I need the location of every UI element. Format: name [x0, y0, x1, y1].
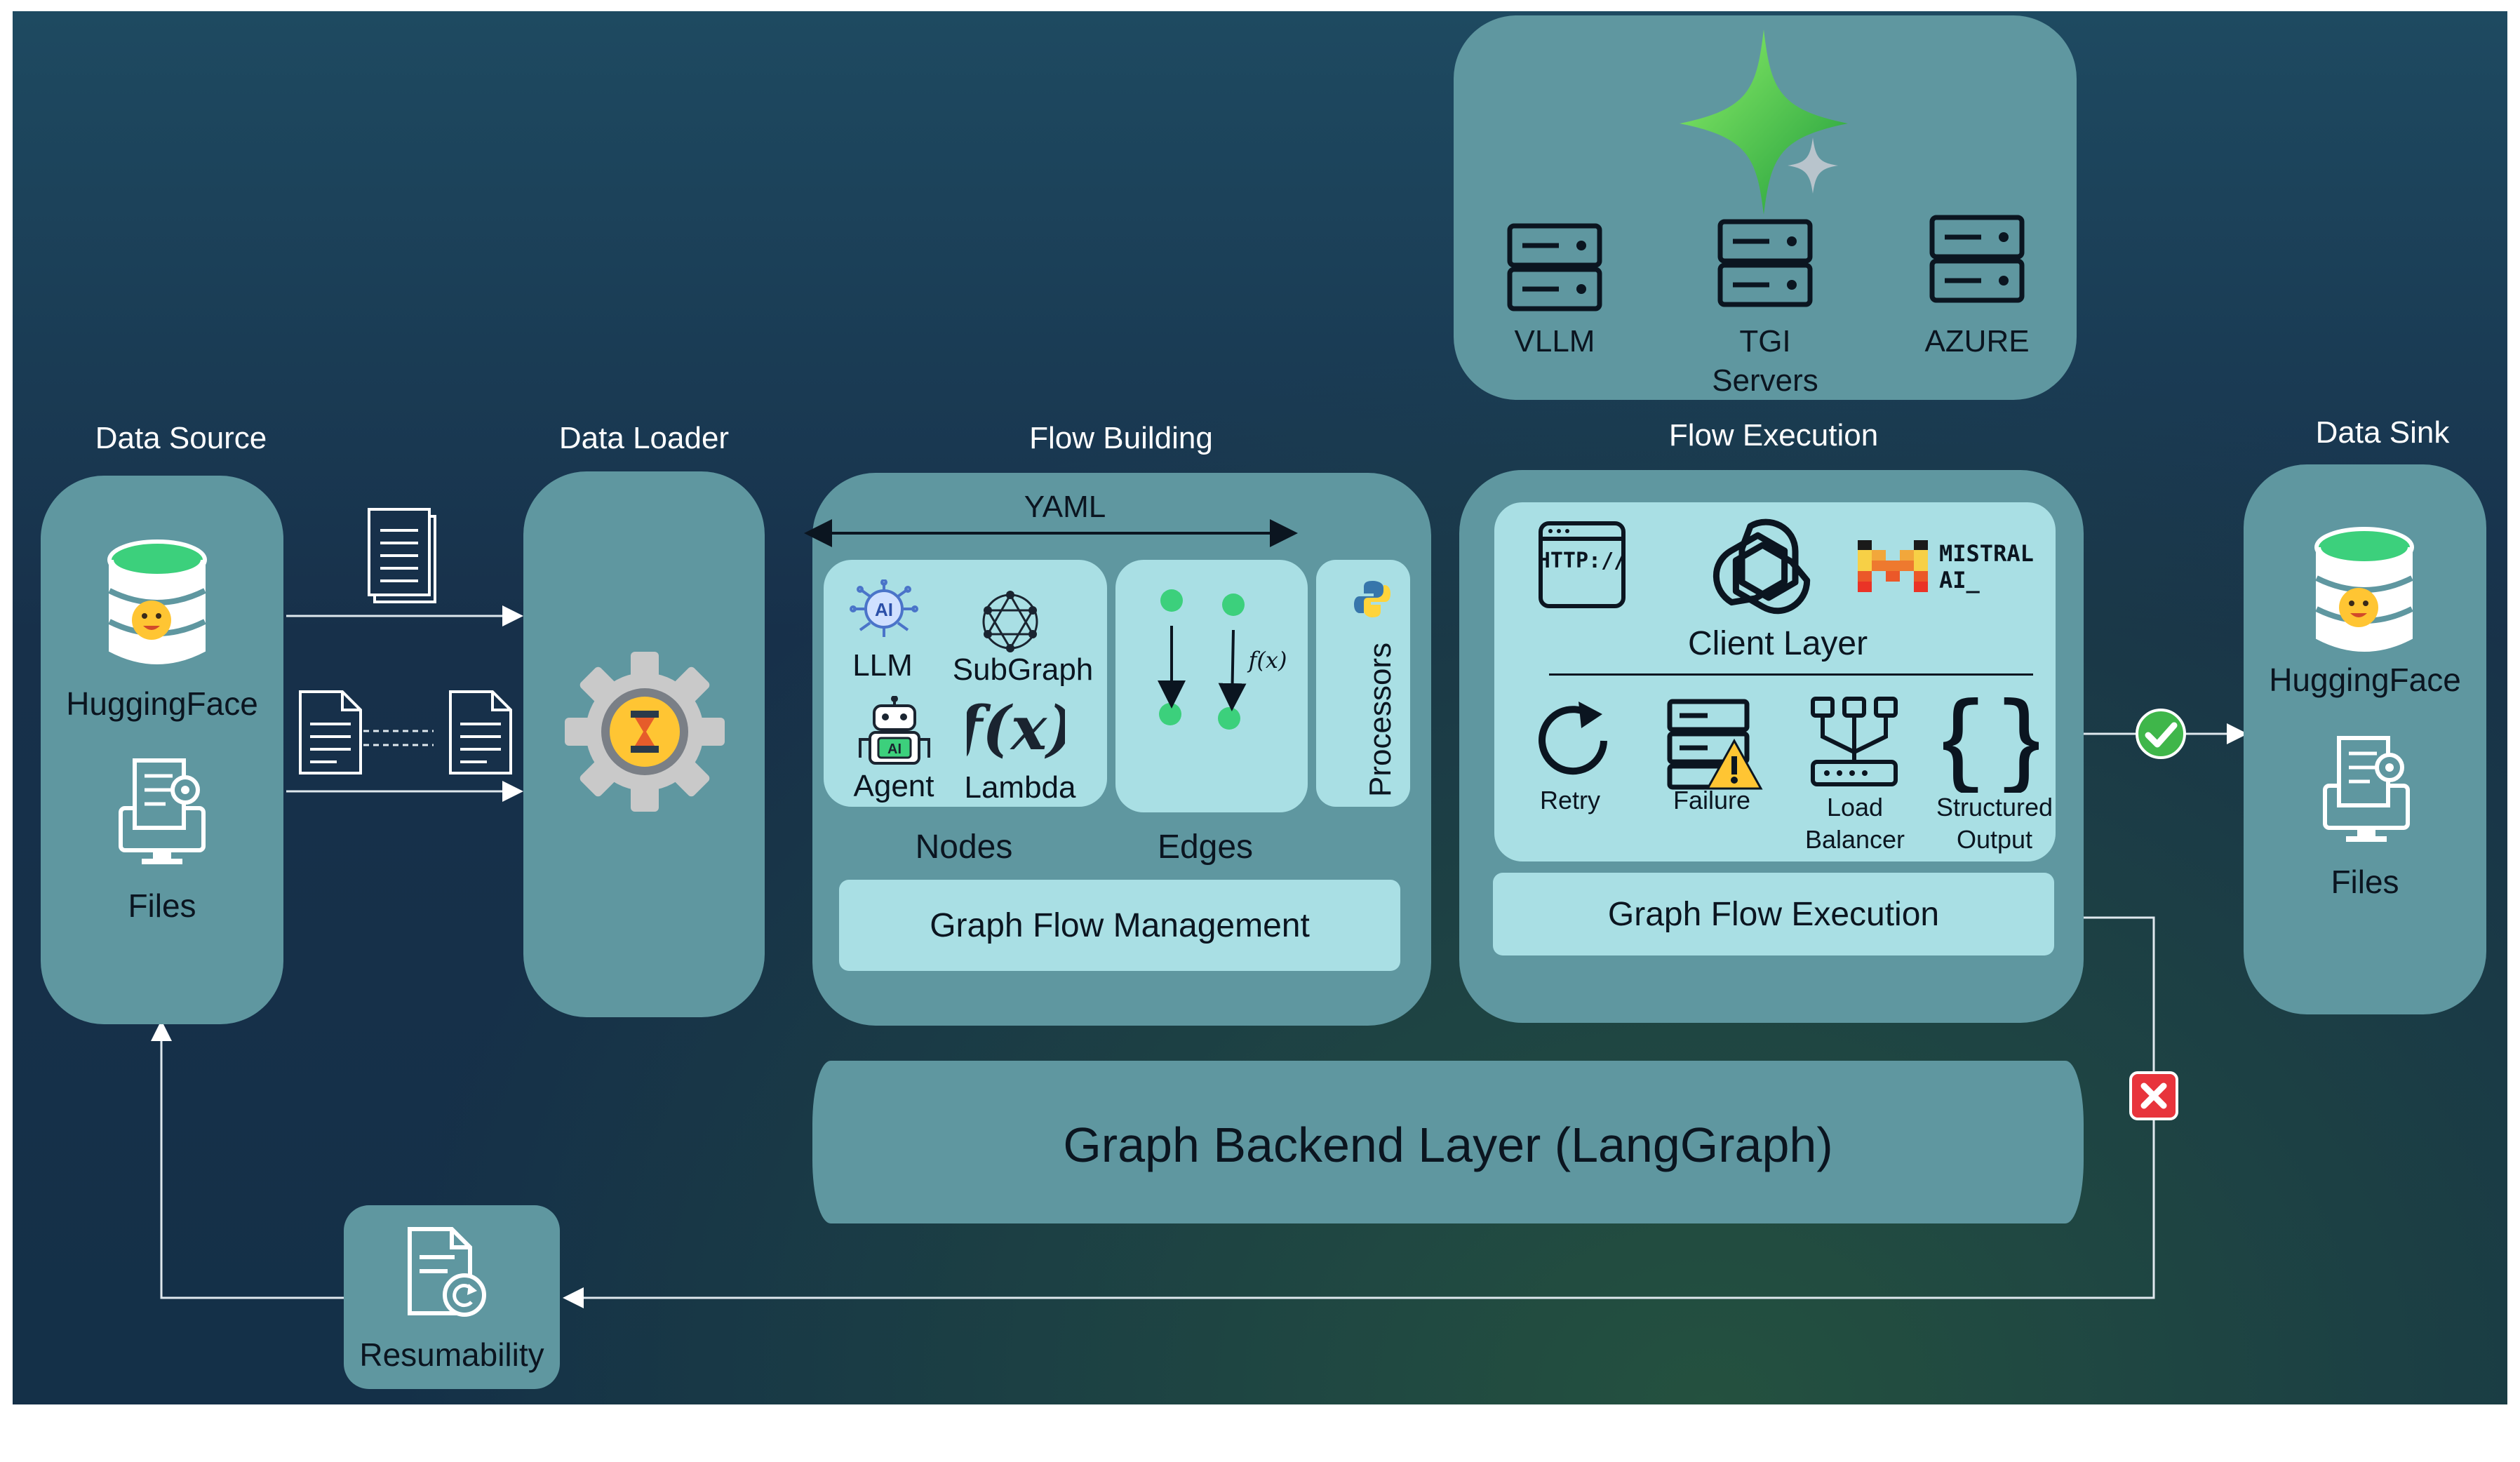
retry-label: Retry	[1539, 786, 1600, 814]
retry-icon	[1531, 699, 1622, 786]
llm-label: LLM	[852, 648, 913, 683]
flow-execution-title: Flow Execution	[1668, 418, 1879, 452]
data-source-files-label: Files	[128, 887, 196, 924]
structured-output-braces-icon: {}	[1924, 680, 2058, 803]
resumability-document-refresh-icon	[406, 1226, 490, 1322]
flow-building-title: Flow Building	[1029, 421, 1213, 455]
yaml-span-arrow	[804, 519, 1298, 547]
lambda-label: Lambda	[964, 770, 1076, 805]
error-x-icon	[2129, 1071, 2179, 1125]
http-window-icon	[1536, 519, 1628, 614]
svg-text:ƒ(x): ƒ(x)	[967, 699, 1065, 762]
data-sink-huggingface-label: HuggingFace	[2269, 662, 2461, 698]
edge-function-label: f(x)	[1248, 647, 1287, 673]
load-balancer-label-line1: Load	[1826, 793, 1884, 821]
openai-logo-icon	[1703, 514, 1823, 629]
subgraph-network-icon	[974, 589, 1047, 656]
resumability-to-source-line	[151, 1020, 344, 1299]
svg-text:{}: {}	[1943, 695, 2039, 793]
data-sink-title: Data Sink	[2315, 415, 2450, 450]
gear-loader-icon	[564, 651, 725, 816]
huggingface-database-icon	[105, 539, 209, 676]
document-icon-right	[448, 689, 514, 779]
lambda-function-icon: ƒ(x)	[945, 693, 1075, 765]
success-check-icon	[2134, 707, 2187, 764]
data-source-huggingface-label: HuggingFace	[66, 685, 258, 722]
structured-output-label-line1: Structured	[1936, 793, 2053, 821]
client-layer-divider	[1549, 673, 2033, 676]
agent-robot-icon: AI	[854, 695, 934, 770]
architecture-diagram: Data Source HuggingFace Files	[13, 11, 2507, 1404]
tgi-server-icon	[1717, 219, 1813, 312]
document-icon-left	[297, 689, 363, 779]
files-monitor-icon	[116, 755, 208, 871]
mistral-logo-icon	[1858, 540, 1928, 596]
azure-server-icon	[1929, 215, 2025, 308]
data-loader-title: Data Loader	[558, 421, 730, 455]
nodes-label: Nodes	[915, 829, 1013, 866]
sink-huggingface-database-icon	[2312, 526, 2416, 663]
tgi-label: TGI	[1739, 324, 1791, 358]
agent-label: Agent	[853, 769, 934, 803]
edges-label: Edges	[1157, 829, 1254, 866]
data-source-title: Data Source	[95, 421, 267, 455]
sparkle-star-icon	[1673, 25, 1855, 218]
vllm-label: VLLM	[1514, 324, 1595, 358]
http-label: HTTP://	[1537, 549, 1627, 573]
sink-files-monitor-icon	[2321, 732, 2412, 848]
servers-label: Servers	[1712, 363, 1818, 398]
svg-text:AI: AI	[875, 599, 893, 620]
edges-panel	[1115, 560, 1308, 812]
svg-text:AI: AI	[887, 742, 902, 757]
graph-flow-management-bar: Graph Flow Management	[839, 880, 1400, 971]
document-stack-icon	[365, 504, 442, 612]
mistral-label-line1: MISTRAL	[1939, 540, 2034, 567]
data-sink-files-label: Files	[2331, 864, 2399, 900]
failure-warning-icon	[1666, 699, 1764, 795]
azure-label: AZURE	[1924, 324, 2030, 358]
llm-ai-chip-icon: AI	[847, 579, 920, 646]
processors-label: Processors	[1363, 642, 1398, 797]
edges-diagram	[1158, 589, 1247, 730]
structured-output-label-line2: Output	[1956, 825, 2033, 854]
graph-backend-layer-label: Graph Backend Layer (LangGraph)	[1063, 1118, 1833, 1172]
mistral-label-line2: AI_	[1939, 567, 1980, 593]
resumability-label: Resumability	[359, 1336, 544, 1373]
failure-label: Failure	[1673, 786, 1751, 814]
python-icon	[1351, 578, 1393, 624]
load-balancer-label-line2: Balancer	[1804, 825, 1905, 854]
vllm-server-icon	[1507, 223, 1602, 316]
subgraph-label: SubGraph	[952, 652, 1094, 687]
client-layer-panel	[1494, 502, 2056, 861]
yaml-label: YAML	[1024, 490, 1106, 524]
load-balancer-icon	[1809, 696, 1900, 792]
graph-flow-execution-bar: Graph Flow Execution	[1493, 873, 2054, 955]
client-layer-label: Client Layer	[1687, 625, 1868, 662]
graph-backend-layer-panel	[812, 1061, 2084, 1223]
